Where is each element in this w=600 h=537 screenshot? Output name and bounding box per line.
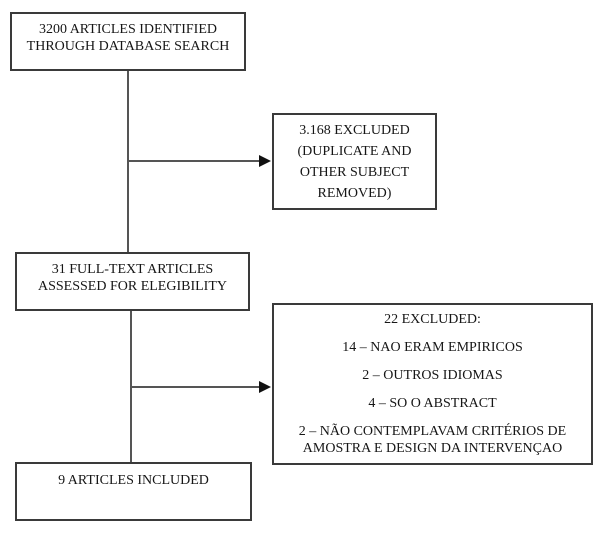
exclusion-reason: 2 – NÃO CONTEMPLAVAM CRITÉRIOS DE AMOSTR… (298, 424, 567, 456)
arrow-right-icon (259, 381, 271, 393)
box-text-line: (DUPLICATE AND (297, 143, 412, 159)
exclusion-reason: 2 – OUTROS IDIOMAS (362, 368, 503, 383)
box-excluded-fulltext: 22 EXCLUDED: 14 – NAO ERAM EMPIRICOS 2 –… (272, 303, 593, 465)
box-text-line: 31 FULL-TEXT ARTICLES (51, 262, 214, 277)
box-text-line: 9 ARTICLES INCLUDED (58, 473, 209, 488)
exclusion-reason: 4 – SO O ABSTRACT (368, 396, 497, 411)
box-text-line: 3200 ARTICLES IDENTIFIED (38, 22, 218, 37)
exclusion-reason: 14 – NAO ERAM EMPIRICOS (342, 340, 523, 355)
box-text-line: 3.168 EXCLUDED (299, 122, 410, 138)
box-fulltext-assessed: 31 FULL-TEXT ARTICLES ASSESSED FOR ELEGI… (15, 252, 250, 311)
exclusion-heading: 22 EXCLUDED: (384, 312, 481, 327)
arrow-right-icon (259, 155, 271, 167)
box-excluded-duplicates: 3.168 EXCLUDED (DUPLICATE AND OTHER SUBJ… (272, 113, 437, 210)
box-text-line: ASSESSED FOR ELEGIBILITY (37, 279, 227, 294)
box-text-line: OTHER SUBJECT (299, 164, 410, 180)
box-articles-identified: 3200 ARTICLES IDENTIFIED THROUGH DATABAS… (10, 12, 246, 71)
box-articles-included: 9 ARTICLES INCLUDED (15, 462, 252, 521)
box-text-line: REMOVED) (317, 185, 392, 201)
connector-branch-excluded-duplicates (128, 160, 260, 162)
connector-branch-excluded-fulltext (131, 386, 260, 388)
box-text-line: THROUGH DATABASE SEARCH (26, 39, 230, 54)
